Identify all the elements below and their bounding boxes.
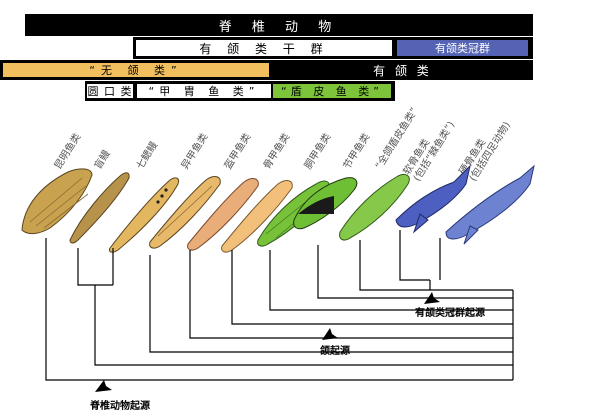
band-gnathostomata-row: 有 颌 类 干 群 有颌类冠群 [133, 37, 533, 59]
band-gnathostome-crown: 有颌类冠群 [397, 40, 528, 56]
node-arrows [95, 292, 440, 392]
crown-origin-arrow-icon [424, 292, 440, 304]
band-ostracoderms: “甲 胄 鱼 类” [137, 84, 271, 98]
band-agnatha-row: “无 颌 类” 有 颌 类 [0, 60, 533, 80]
fish-arthrodira-icon [293, 177, 358, 230]
band-vertebrata: 脊 椎 动 物 [25, 14, 533, 36]
fish-kunmingella-icon [21, 168, 93, 235]
band-placoderms: “盾 皮 鱼 类” [273, 84, 391, 98]
band-gnathostomata: 有 颌 类 [373, 63, 432, 78]
fish-placoderm-icon [339, 173, 410, 241]
fish-osteostraci-icon [221, 180, 293, 253]
fish-shark-icon [395, 164, 471, 234]
band-gnathostome-group: 有 颌 类 干 群 [136, 40, 392, 56]
fish-galeaspida-icon [187, 178, 259, 251]
band-cyclostomata: 圆 口 类 [87, 84, 133, 98]
cladogram-lines [45, 230, 514, 381]
vertebrate-origin-arrow-icon [95, 380, 112, 392]
fish-lamprey-icon [109, 177, 179, 253]
fish-osteichthyes-icon [445, 164, 535, 245]
band-vertebrata-label: 脊 椎 动 物 [218, 19, 340, 35]
vertebrate-origin-label: 脊椎动物起源 [90, 401, 150, 412]
band-agnatha: “无 颌 类” [3, 63, 269, 77]
jaw-origin-arrow-icon [322, 328, 338, 340]
jaw-origin-label: 颌起源 [320, 346, 350, 357]
fish-hagfish-icon [69, 172, 130, 244]
crown-origin-label: 有颌类冠群起源 [415, 308, 485, 319]
fish-heterostraci-icon [149, 176, 221, 249]
band-subgroups-row: 圆 口 类 “甲 胄 鱼 类” “盾 皮 鱼 类” [85, 81, 395, 101]
